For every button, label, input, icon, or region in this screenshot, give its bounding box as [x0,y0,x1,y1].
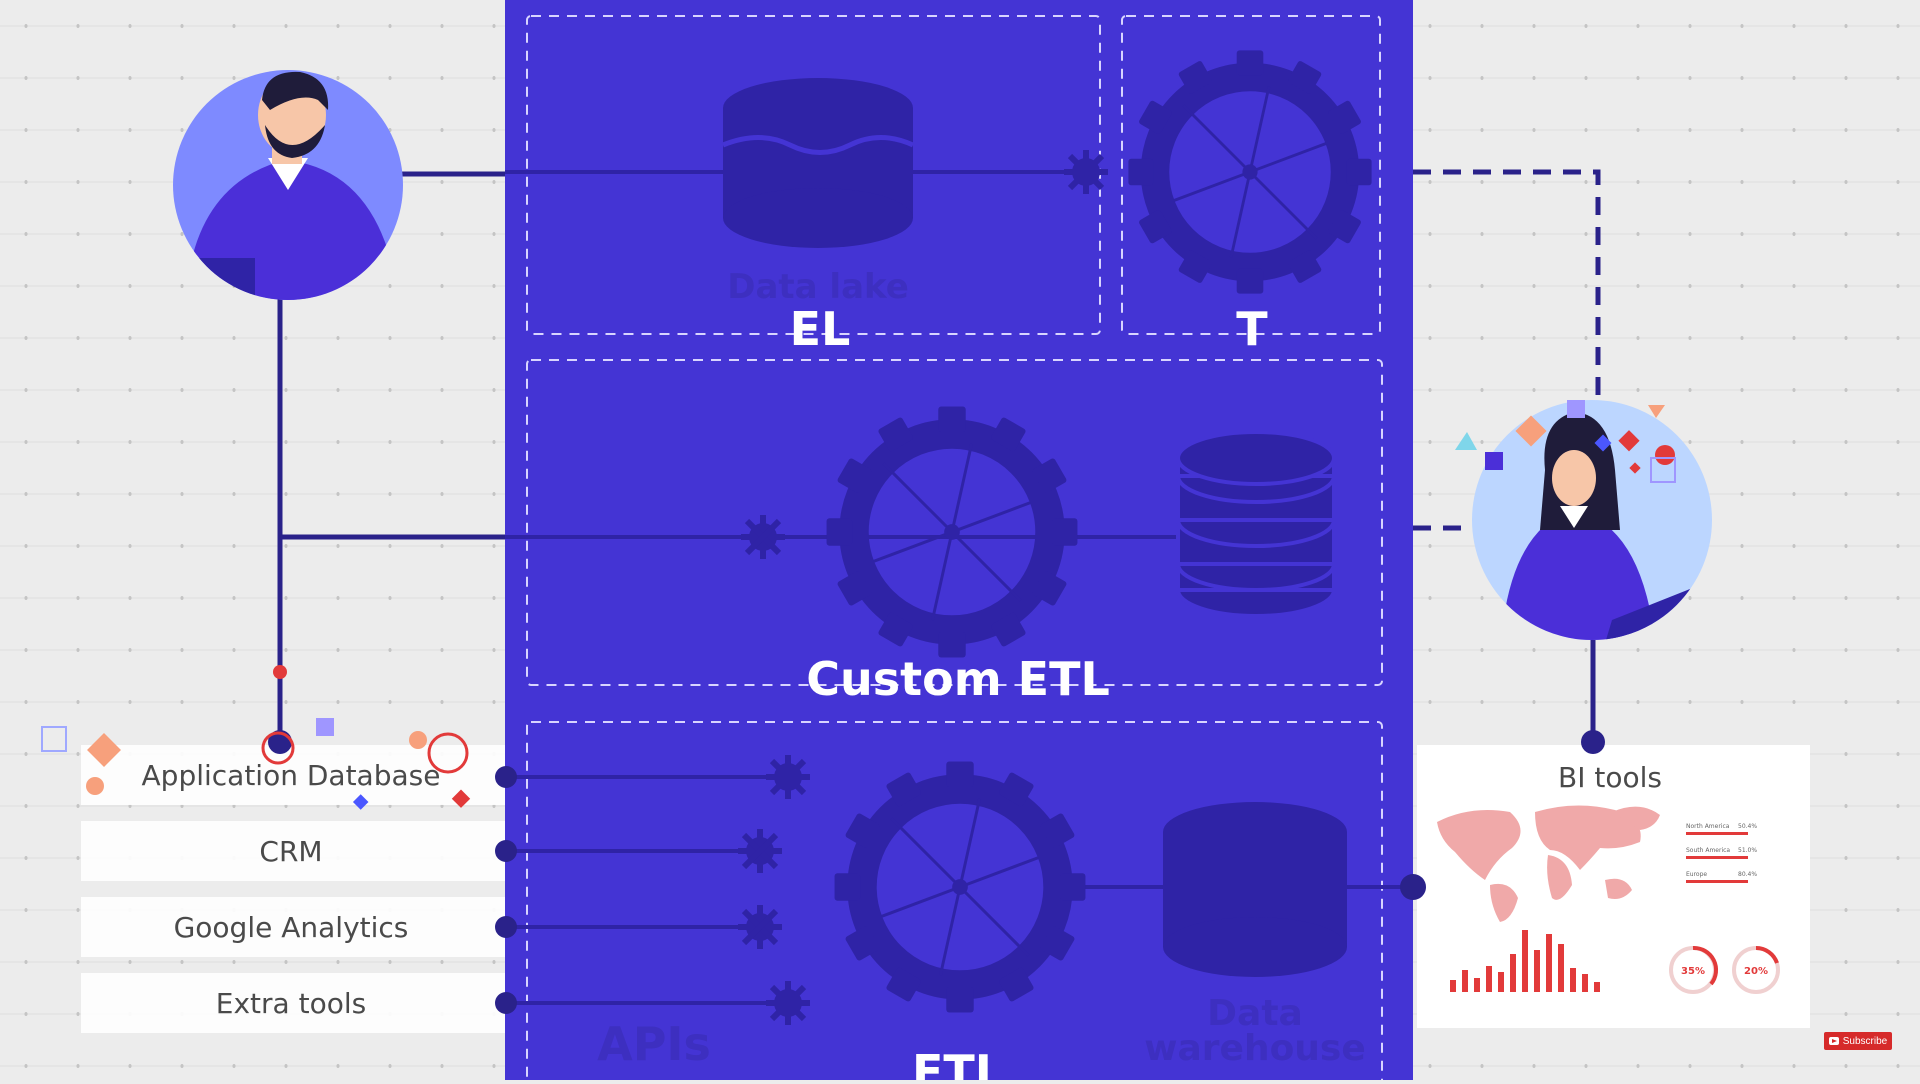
el-label: EL [790,302,851,356]
data-warehouse-faint-label-2: warehouse [1144,1028,1366,1069]
bi-bar [1486,966,1492,992]
small-gear-icon [738,905,782,949]
source-box-extra-tools [81,973,505,1033]
data-lake-faint-label: Data lake [727,267,909,307]
source-label-google-analytics: Google Analytics [173,911,409,944]
t-section: T [1122,15,1380,356]
bi-bar [1498,972,1504,992]
bi-bar [1582,974,1588,992]
bi-bar [1546,934,1552,992]
bi-bar [1474,978,1480,992]
source-box-crm [81,821,505,881]
woman-avatar [1455,400,1712,640]
small-gear-icon [766,981,810,1025]
data-warehouse-faint-label-1: Data [1207,993,1303,1034]
custom-etl-label: Custom ETL [806,652,1110,706]
bi-bar-chart [1450,930,1600,992]
bi-donut-2-label: 20% [1744,966,1768,977]
bi-legend-value-2: 51.0% [1738,847,1757,854]
bi-legend-value-1: 50.4% [1738,823,1757,830]
el-section: Data lake EL [505,15,1108,356]
data-lake-icon [722,78,915,248]
bi-bar [1450,980,1456,992]
t-label: T [1236,302,1268,356]
bi-donut-2: 20% [1732,945,1780,994]
source-label-extra-tools: Extra tools [215,987,367,1020]
bi-legend-name-1: North America [1686,823,1730,830]
red-connector-dot [273,665,287,679]
small-gear-icon [741,515,785,559]
custom-etl-section: Custom ETL [505,359,1383,706]
bi-donut-1: 35% [1669,945,1719,994]
bi-bar [1462,970,1468,992]
source-label-application-database: Application Database [141,759,441,792]
source-label-crm: CRM [259,835,323,868]
bi-tools-card: BI tools North America 50.4% South Ameri… [1400,730,1810,1028]
small-gear-icon [1064,150,1108,194]
youtube-play-icon [1828,1037,1839,1045]
source-box-google-analytics [81,897,505,957]
etl-label: ETL [912,1045,1004,1080]
bi-bar [1558,944,1564,992]
small-gear-icon [738,829,782,873]
bi-tools-title: BI tools [1558,761,1662,794]
small-gear-icon [766,755,810,799]
database-stack-icon [1176,430,1336,618]
bi-legend-name-2: South America [1686,847,1730,854]
apis-faint-label: APIs [597,1017,711,1071]
bi-bar [1510,954,1516,992]
data-sources [81,730,517,1033]
etl-section: APIs Data warehouse ETL [505,721,1413,1084]
bi-legend-value-3: 80.4% [1738,871,1757,878]
world-map-icon [1437,805,1660,922]
bi-bar [1594,982,1600,992]
bi-bar [1522,930,1528,992]
man-avatar [173,70,403,300]
subscribe-label: Subscribe [1842,1035,1888,1047]
bi-legend: North America 50.4% South America 51.0% … [1686,823,1757,883]
right-connectors [1413,169,1601,740]
bi-bar [1534,950,1540,992]
bi-donut-1-label: 35% [1681,966,1705,977]
bi-bar [1570,968,1576,992]
data-warehouse-icon [1163,802,1347,977]
source-box-application-database [81,745,505,805]
subscribe-button[interactable]: Subscribe [1824,1032,1892,1050]
bi-legend-name-3: Europe [1686,871,1707,878]
